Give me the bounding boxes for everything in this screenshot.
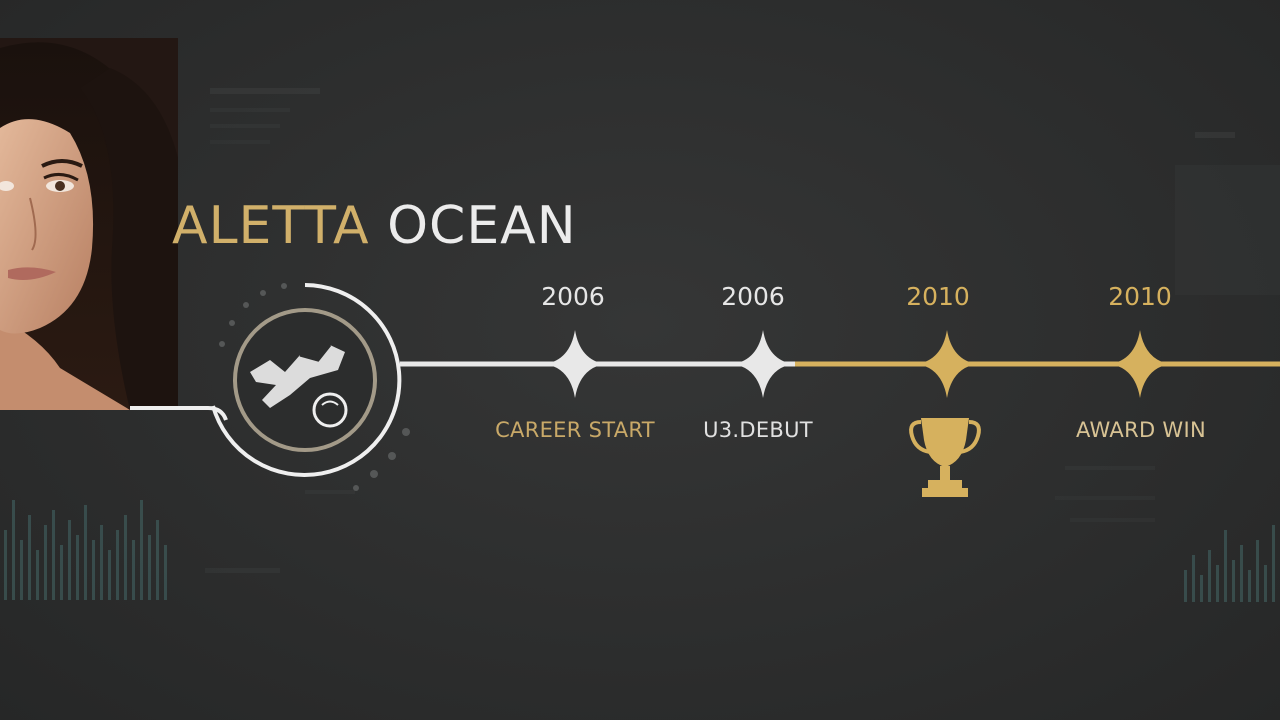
decor-text-line	[305, 490, 355, 494]
decor-text-line	[1055, 496, 1155, 500]
microphone-icon	[250, 344, 348, 428]
milestone-year: 2010	[906, 282, 970, 311]
first-name: ALETTA	[172, 196, 370, 256]
milestone-label: AWARD WIN	[1075, 418, 1206, 442]
timeline-marker	[733, 330, 793, 398]
decor-text-line	[205, 568, 280, 573]
decor-text-line	[210, 88, 320, 94]
decor-bar-graph	[4, 500, 167, 600]
timeline-marker	[545, 330, 605, 398]
trophy-icon	[909, 418, 981, 497]
decor-text-line	[210, 108, 290, 112]
decor-text-line	[1070, 518, 1155, 522]
portrait-image	[0, 38, 178, 410]
milestone-year: 2006	[541, 282, 605, 311]
timeline-marker	[1110, 330, 1170, 398]
last-name: OCEAN	[387, 196, 577, 256]
milestone-year: 2006	[721, 282, 785, 311]
decor-text-line	[210, 140, 270, 144]
timeline-marker	[917, 330, 977, 398]
outer-ring	[211, 283, 402, 477]
milestone-label: CAREER START	[495, 418, 655, 442]
decor-text-line	[1195, 132, 1235, 138]
decor-text-line	[1065, 466, 1155, 470]
decor-dots	[219, 283, 410, 491]
decor-panel	[1175, 165, 1280, 295]
milestone-label: U3.DEBUT	[703, 418, 813, 442]
decor-text-line	[210, 124, 280, 128]
page-title: ALETTA OCEAN	[172, 196, 577, 256]
milestone-year: 2010	[1108, 282, 1172, 311]
decor-bar-graph	[1184, 525, 1275, 602]
